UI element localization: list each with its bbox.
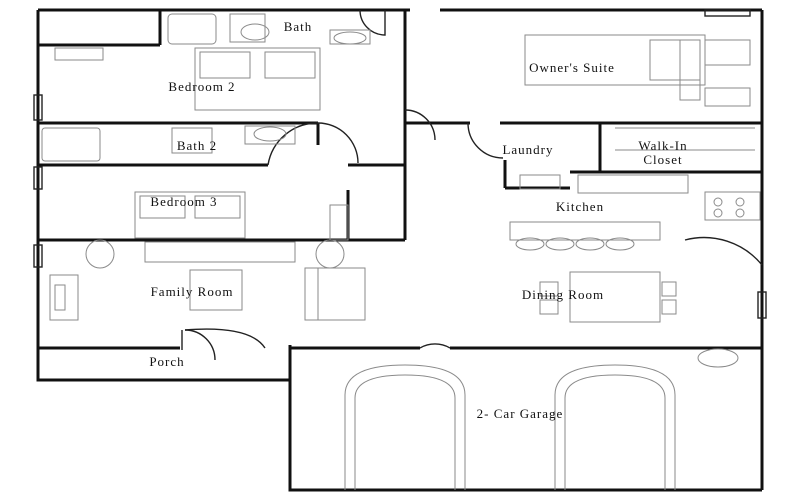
windows — [33, 9, 767, 319]
bedroom-3-label: Bedroom 3 — [150, 194, 217, 209]
interior-walls — [38, 10, 762, 350]
bath-2-label: Bath 2 — [177, 138, 217, 153]
doors — [181, 9, 763, 361]
dining-room-label: Dining Room — [522, 287, 604, 302]
bedroom-2-label: Bedroom 2 — [168, 79, 235, 94]
porch-label: Porch — [149, 354, 184, 369]
garage-label: 2- Car Garage — [477, 406, 564, 421]
bath-label: Bath — [284, 19, 313, 34]
family-room-label: Family Room — [151, 284, 234, 299]
walk-in-closet-label-line2: Closet — [643, 152, 682, 167]
fixtures — [41, 13, 761, 490]
exterior-walls — [36, 8, 764, 492]
laundry-label: Laundry — [502, 142, 553, 157]
kitchen-label: Kitchen — [556, 199, 604, 214]
walk-in-closet-label-line1: Walk-In — [638, 138, 687, 153]
owners-suite-label: Owner's Suite — [529, 60, 615, 75]
